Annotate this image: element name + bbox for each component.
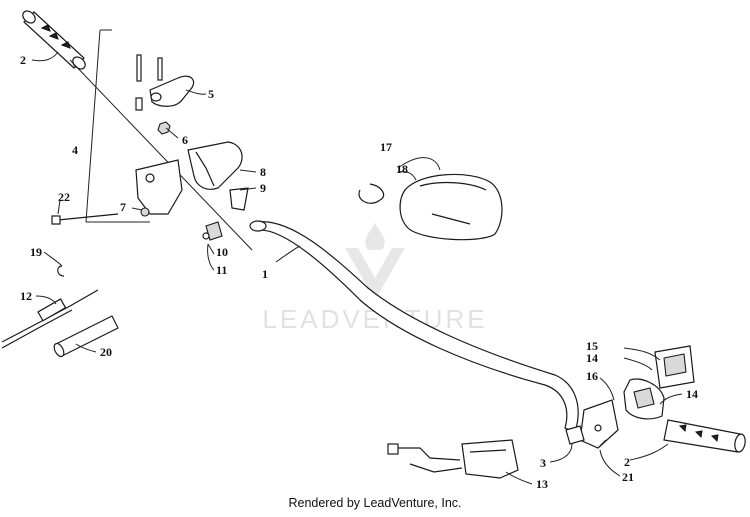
callout-2-right-grip: 2 — [624, 455, 630, 469]
callout-6: 6 — [182, 133, 188, 147]
throttle-assembly-parts — [135, 54, 249, 241]
cover-parts — [358, 173, 503, 241]
callout-20: 20 — [100, 345, 112, 359]
callout-14-upper: 14 — [586, 351, 598, 365]
left-grip-part — [22, 10, 86, 70]
callout-18: 18 — [396, 162, 408, 176]
callout-9: 9 — [260, 181, 266, 195]
bracket-frame — [69, 29, 253, 251]
callout-14-lower: 14 — [686, 387, 698, 401]
watermark-logo-icon — [345, 248, 405, 300]
screw-part — [51, 213, 119, 225]
callout-19: 19 — [30, 245, 42, 259]
callout-11: 11 — [216, 263, 227, 277]
callout-5: 5 — [208, 87, 214, 101]
callout-12: 12 — [20, 289, 32, 303]
leader-lines — [31, 51, 683, 485]
callout-21: 21 — [622, 470, 634, 484]
callout-16: 16 — [586, 369, 598, 383]
callout-13: 13 — [536, 477, 548, 491]
cable-parts — [1, 265, 119, 358]
watermark: LEADVENTURE — [262, 222, 485, 334]
footer-credit: Rendered by LeadVenture, Inc. — [288, 496, 462, 510]
callout-22: 22 — [58, 190, 70, 204]
callout-15: 15 — [586, 339, 598, 353]
callout-4: 4 — [72, 143, 78, 157]
right-switch-parts — [387, 345, 746, 479]
callout-10: 10 — [216, 245, 228, 259]
callout-1: 1 — [262, 267, 268, 281]
callouts: 1 2 2 3 4 5 6 7 8 9 10 11 12 13 14 14 15… — [20, 53, 698, 491]
callout-2-left-grip: 2 — [20, 53, 26, 67]
callout-7: 7 — [120, 200, 126, 214]
callout-3: 3 — [540, 456, 546, 470]
callout-17: 17 — [380, 140, 392, 154]
callout-8: 8 — [260, 165, 266, 179]
